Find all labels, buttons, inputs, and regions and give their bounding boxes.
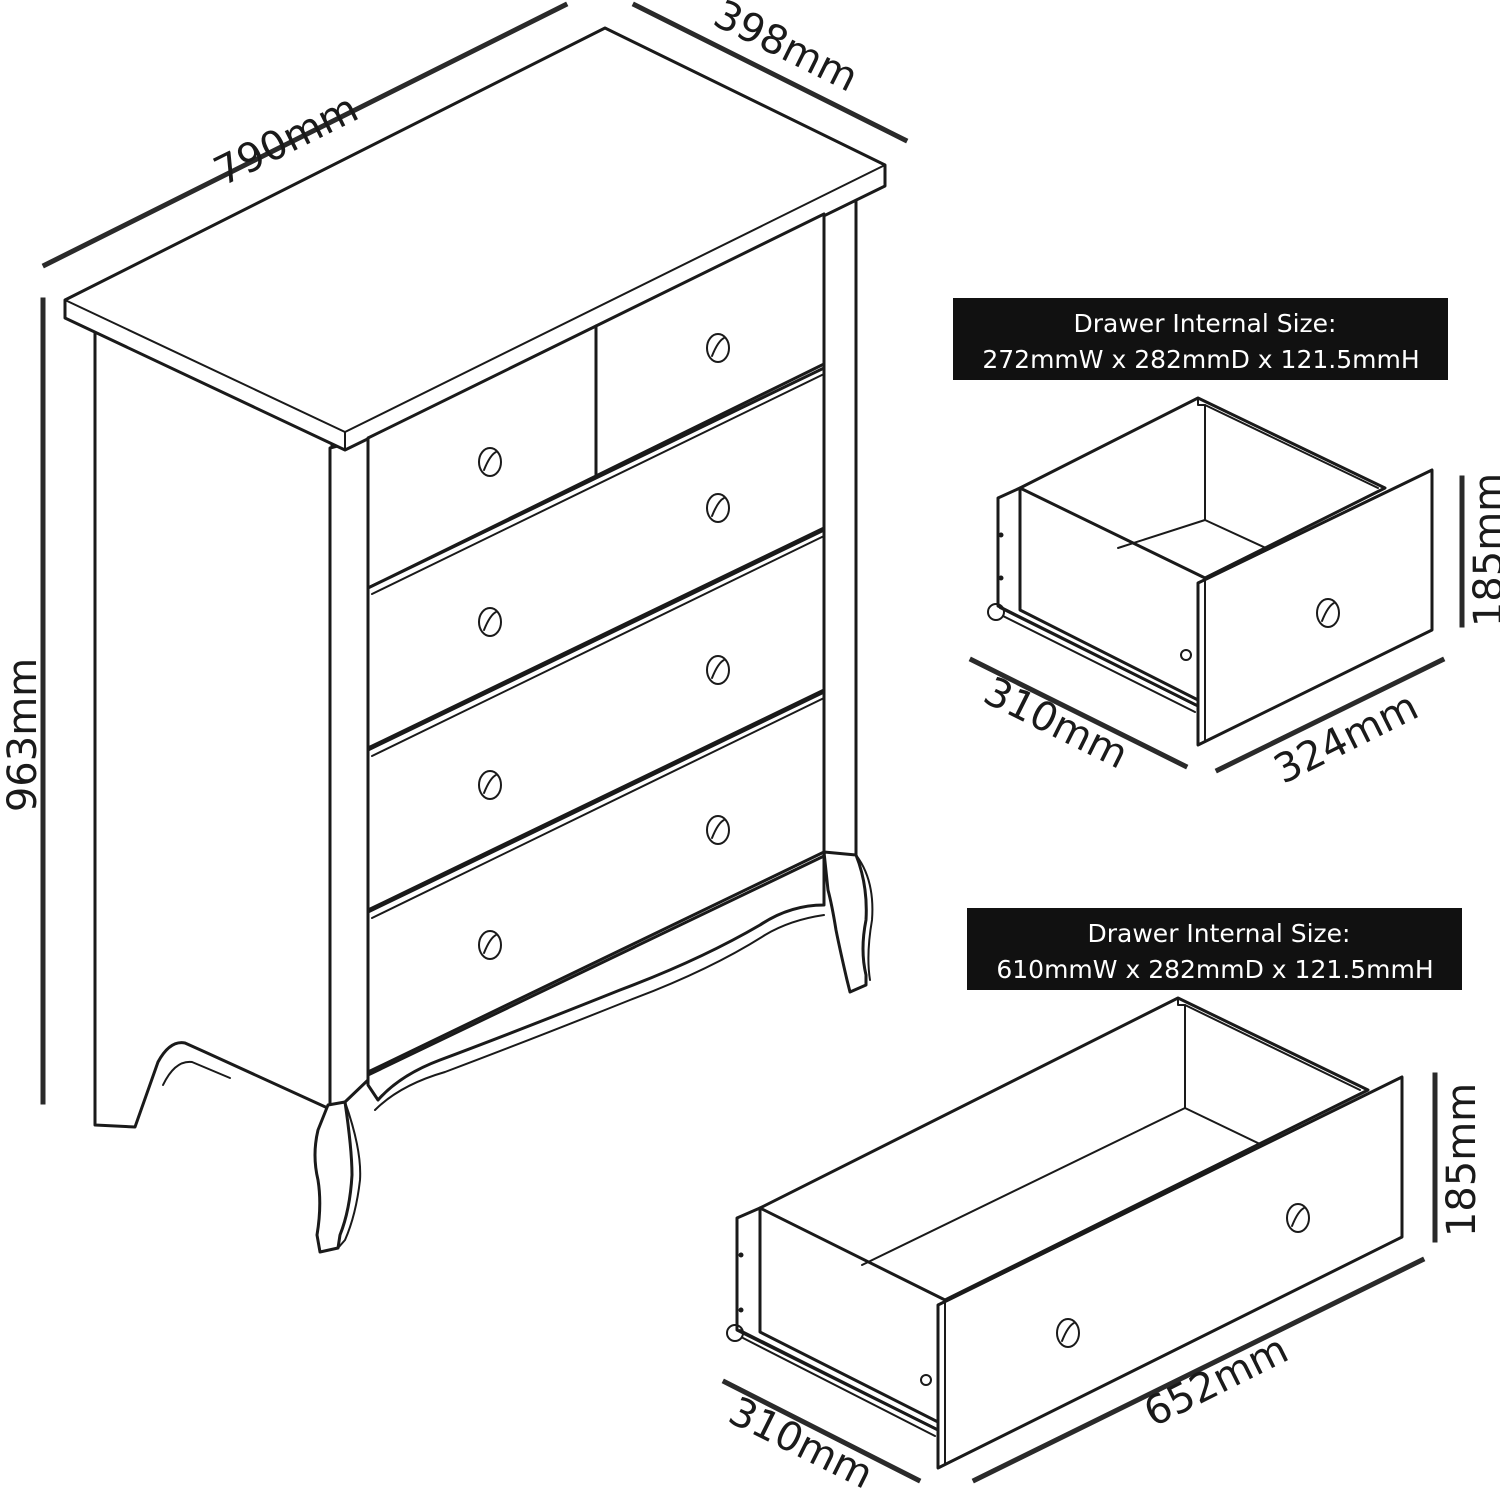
small-drawer-runner-wheel <box>987 603 1005 621</box>
drawer-gap-lines <box>371 373 825 919</box>
small-drawer-depth-dimension-line <box>968 656 1189 770</box>
drawer-knob <box>706 815 730 845</box>
chest-front-right-stile <box>822 194 858 874</box>
chest-side-inner-edge <box>162 1060 231 1086</box>
large-drawer-caption: Drawer Internal Size: 610mmW x 282mmD x … <box>967 908 1462 990</box>
large-drawer-knob <box>1056 1318 1080 1348</box>
drawer-knob <box>706 493 730 523</box>
small-drawer <box>987 396 1434 747</box>
chest-top-edge <box>64 164 886 451</box>
small-drawer-caption: Drawer Internal Size: 272mmW x 282mmD x … <box>953 298 1448 380</box>
small-drawer-caption-line2: 272mmW x 282mmD x 121.5mmH <box>982 345 1419 374</box>
large-drawer-width-dimension-line <box>971 1256 1426 1484</box>
drawer-front-row-2 <box>366 366 826 750</box>
drawer-knob <box>478 447 502 477</box>
chest-front-left-leg <box>313 1100 354 1254</box>
small-drawer-width-dimension-line <box>1214 656 1446 774</box>
small-drawer-dowel-hole <box>998 532 1004 538</box>
small-drawer-opening <box>1018 396 1387 580</box>
chest-side-panel <box>93 328 334 1129</box>
large-drawer-dowel-hole <box>738 1307 744 1313</box>
chest-apron-inner <box>374 914 825 1111</box>
small-drawer-depth-label: 310mm <box>977 668 1136 778</box>
large-drawer-back-edge <box>1184 1004 1361 1091</box>
small-drawer-height-label: 185mm <box>1466 473 1500 627</box>
large-drawer-opening <box>758 996 1370 1302</box>
small-drawer-back-edge <box>1204 404 1379 489</box>
large-drawer-knob <box>1286 1203 1310 1233</box>
chest-width-dimension-line <box>41 1 569 269</box>
chest-of-drawers <box>63 26 887 1254</box>
drawer-knob <box>478 607 502 637</box>
drawer-knob <box>706 655 730 685</box>
chest-front-left-leg-edge <box>337 1101 362 1249</box>
large-drawer-caption-line2: 610mmW x 282mmD x 121.5mmH <box>996 955 1433 984</box>
large-drawer <box>726 996 1404 1470</box>
drawer-knobs <box>478 333 730 960</box>
drawer-knob <box>478 770 502 800</box>
small-drawer-screw <box>1180 649 1192 661</box>
large-drawer-screw <box>920 1374 932 1386</box>
small-drawer-knob <box>1316 598 1340 628</box>
large-drawer-front-edge <box>937 1076 1403 1465</box>
drawer-front-row-3 <box>366 528 826 912</box>
large-drawer-caption-line1: Drawer Internal Size: <box>1088 919 1351 948</box>
chest-top <box>63 26 887 452</box>
drawer-knob <box>706 333 730 363</box>
small-drawer-dowel-hole <box>998 575 1004 581</box>
drawer-front-small-right <box>594 212 826 478</box>
large-drawer-dowel-hole <box>738 1252 744 1258</box>
large-drawer-depth-label: 310mm <box>722 1388 881 1492</box>
chest-front-left-stile <box>328 436 370 1112</box>
small-drawer-runner <box>999 607 1196 713</box>
large-drawer-runner <box>739 1329 936 1437</box>
small-drawer-caption-line1: Drawer Internal Size: <box>1074 309 1337 338</box>
chest-height-label: 963mm <box>0 658 46 812</box>
large-drawer-runner-wheel <box>726 1324 744 1342</box>
chest-front-right-leg <box>822 850 868 994</box>
chest-front-right-leg-edge <box>855 854 874 981</box>
chest-apron <box>366 854 826 1102</box>
drawer-knob <box>478 930 502 960</box>
large-drawer-height-label: 185mm <box>1439 1083 1485 1237</box>
small-drawer-caption-box <box>953 298 1448 380</box>
large-drawer-depth-dimension-line <box>721 1378 922 1484</box>
chest-depth-dimension-line <box>631 1 909 144</box>
large-drawer-caption-box <box>967 908 1462 990</box>
small-drawer-front-edge <box>1197 469 1433 741</box>
